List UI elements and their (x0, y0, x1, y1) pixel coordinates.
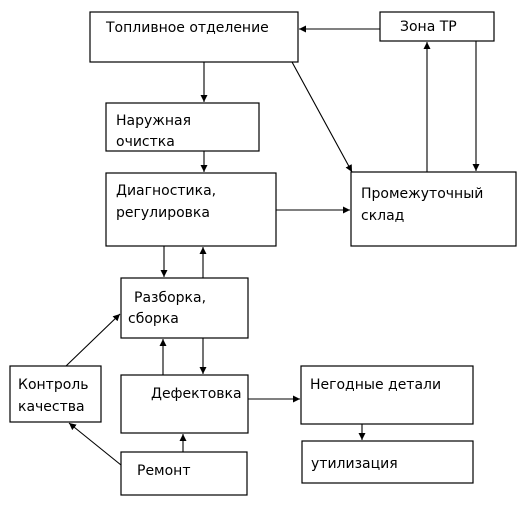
node-interim-storage-label-2: склад (361, 208, 404, 224)
node-quality-control: Контроль качества (9, 365, 102, 423)
node-outer-cleaning-label-2: очистка (116, 134, 175, 150)
node-interim-storage-label-1: Промежуточный (361, 186, 483, 202)
node-defective-parts-label: Негодные детали (310, 377, 441, 393)
node-fuel-department-label: Топливное отделение (105, 20, 269, 36)
node-disassembly-label-1: Разборка, (134, 290, 206, 306)
node-zone-tr-label: Зона ТР (400, 19, 457, 35)
node-zone-tr: Зона ТР (379, 11, 495, 42)
node-diagnostics: Диагностика, регулировка (105, 172, 277, 247)
node-defective-parts: Негодные детали (300, 365, 474, 425)
arrow-repair-to-quality (68, 422, 122, 466)
node-diagnostics-label-1: Диагностика, (116, 183, 216, 199)
node-repair: Ремонт (120, 451, 248, 496)
node-outer-cleaning: Наружная очистка (105, 102, 260, 152)
node-diagnostics-label-2: регулировка (116, 205, 210, 221)
node-repair-label: Ремонт (137, 463, 191, 479)
arrow-fuel-to-interim (291, 61, 353, 173)
node-defect-detection-label: Дефектовка (151, 386, 242, 402)
node-defect-detection: Дефектовка (120, 374, 249, 434)
node-quality-control-label-2: качества (18, 399, 85, 415)
node-disassembly: Разборка, сборка (120, 277, 249, 339)
arrow-quality-to-disassembly (65, 313, 121, 367)
node-disposal-label: утилизация (311, 456, 398, 472)
node-fuel-department: Топливное отделение (89, 11, 299, 63)
node-disassembly-label-2: сборка (128, 311, 179, 327)
node-quality-control-label-1: Контроль (18, 377, 88, 393)
node-disposal: утилизация (301, 440, 474, 484)
node-interim-storage: Промежуточный склад (350, 171, 517, 247)
node-outer-cleaning-label-1: Наружная (116, 113, 191, 129)
